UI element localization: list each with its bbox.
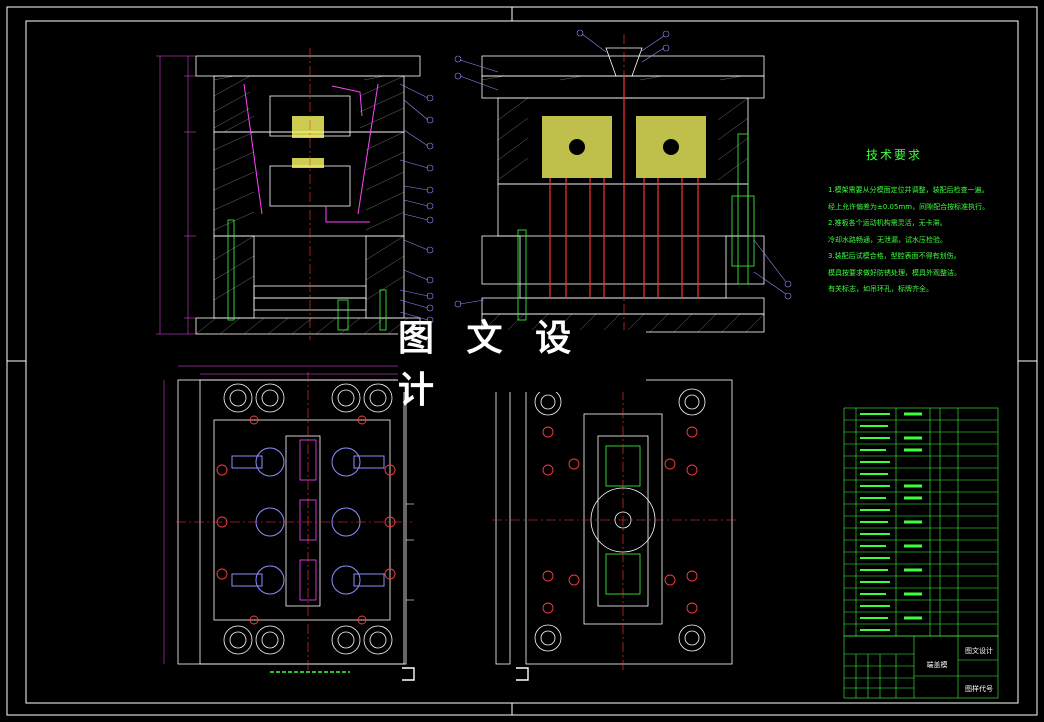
technical-requirements-list: 1.模架需要从分模面定位并调整，装配后检查一遍。 经上允许偏差为±0.05mm，… [828,182,1004,298]
title-block-drawing-name: 端盖模 [926,661,948,669]
technical-note: 2.推板各个运动机构需灵活，无卡滞。 [828,219,947,227]
technical-note: 3.装配后试模合格，型腔表面不得有划伤。 [828,252,961,260]
section-view-right [454,29,792,340]
section-view-left [156,48,434,340]
technical-note: 1.模架需要从分模面定位并调整，装配后检查一遍。 [828,186,989,194]
plan-view-left [163,365,414,673]
parts-list-table [843,407,999,699]
parts-list-materials [904,412,922,620]
technical-note: 模具按要求做好防锈处理，模具外观整洁。 [828,268,961,277]
title-block-drawing-code: 图样代号 [965,685,993,693]
sheet-frame [6,6,1038,716]
technical-note: 经上允许偏差为±0.05mm，间隙配合按标准执行。 [828,202,990,211]
technical-note: 冷却水路畅通，无泄漏，试水压检验。 [828,235,947,244]
watermark-label: 图 文 设 计 [398,318,646,411]
plan-view-right [402,372,738,681]
title-block-company: 图文设计 [965,647,993,655]
parts-list-entries [860,413,890,631]
technical-note: 有关标志，如吊环孔，标牌齐全。 [828,285,933,293]
technical-requirements-title: 技术要求 [866,148,923,162]
